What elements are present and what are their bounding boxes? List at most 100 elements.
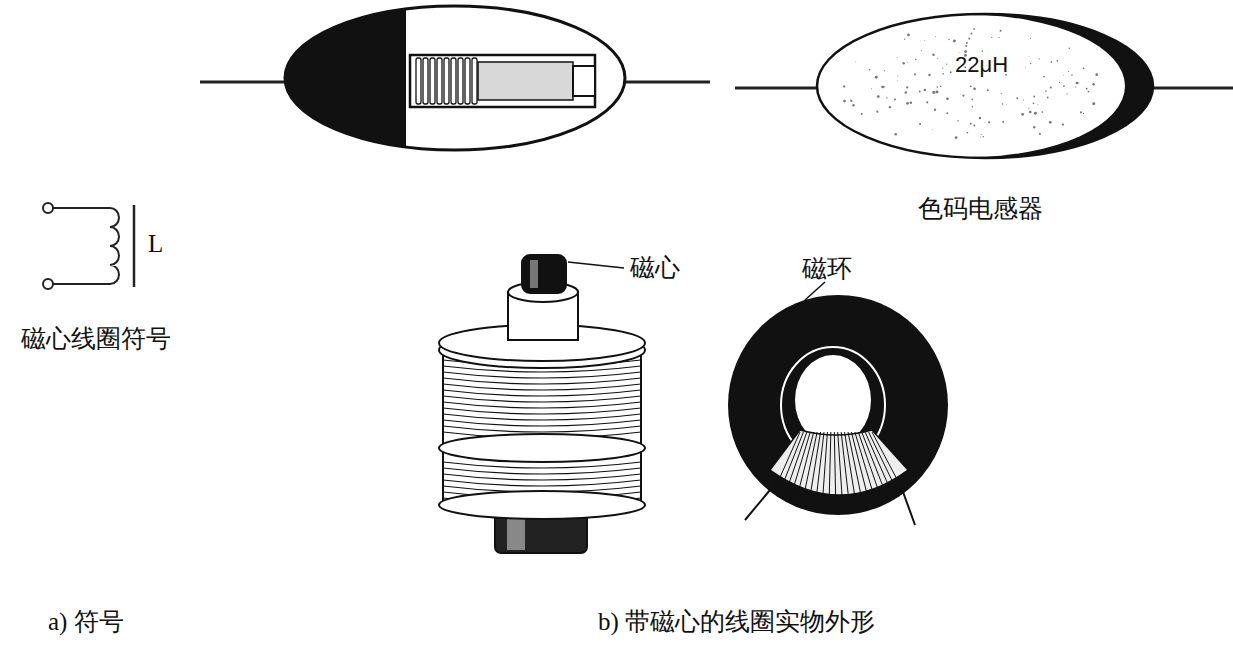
winding-turn bbox=[443, 408, 641, 414]
body-outline bbox=[817, 14, 1153, 158]
texture-dot bbox=[1033, 96, 1035, 98]
winding-turn bbox=[869, 432, 902, 500]
texture-dot bbox=[896, 56, 898, 58]
texture-dot bbox=[869, 69, 871, 71]
texture-dot bbox=[1043, 76, 1045, 78]
texture-dot bbox=[904, 39, 905, 40]
texture-dot bbox=[965, 45, 967, 47]
texture-dot bbox=[1083, 67, 1085, 69]
texture-dot bbox=[906, 102, 909, 105]
texture-dot bbox=[881, 86, 884, 89]
texture-dot bbox=[1001, 93, 1002, 94]
texture-dot bbox=[1063, 74, 1065, 76]
lead-wire bbox=[745, 478, 915, 525]
winding-turn bbox=[472, 58, 477, 104]
texture-dot bbox=[991, 37, 992, 38]
texture-dot bbox=[1088, 91, 1090, 93]
texture-dot bbox=[957, 120, 959, 122]
magnetic-core bbox=[522, 255, 566, 293]
coil-former bbox=[410, 55, 595, 107]
texture-dot bbox=[1016, 97, 1018, 99]
texture-dot bbox=[902, 62, 904, 64]
texture-dot bbox=[937, 58, 938, 59]
symbol-caption: 磁心线圈符号 bbox=[21, 325, 171, 354]
texture-dot bbox=[894, 99, 896, 101]
symbol-letter: L bbox=[148, 230, 163, 259]
texture-dot bbox=[1066, 93, 1067, 94]
texture-dot bbox=[884, 70, 885, 71]
texture-dot bbox=[1075, 87, 1076, 88]
texture-dot bbox=[983, 136, 984, 137]
inductor-symbol bbox=[43, 203, 134, 289]
texture-dot bbox=[855, 61, 857, 63]
inductance-value: 22μH bbox=[955, 52, 1008, 78]
winding-turn bbox=[430, 58, 435, 104]
part-caption: 色码电感器 bbox=[918, 195, 1043, 224]
texture-dot bbox=[1028, 108, 1029, 109]
coil-windings bbox=[416, 58, 477, 104]
winding-turn bbox=[862, 432, 889, 500]
texture-dot bbox=[971, 33, 973, 35]
texture-dot bbox=[875, 76, 878, 79]
texture-dot bbox=[1092, 83, 1094, 85]
texture-dot bbox=[921, 50, 922, 51]
coil-windings bbox=[770, 432, 908, 500]
texture-dot bbox=[1083, 113, 1084, 114]
texture-dot bbox=[1037, 104, 1039, 106]
winding-turn bbox=[841, 432, 849, 500]
texture-dot bbox=[1086, 88, 1088, 90]
body-cap bbox=[285, 6, 406, 150]
texture-dot bbox=[937, 86, 939, 88]
lead-wire bbox=[735, 87, 817, 90]
core-end bbox=[573, 66, 595, 96]
texture-dot bbox=[1045, 90, 1047, 92]
texture-dot bbox=[1076, 82, 1079, 85]
winding-turn bbox=[423, 58, 428, 104]
texture-dot bbox=[877, 95, 880, 98]
texture-dot bbox=[910, 102, 913, 105]
texture-dot bbox=[919, 123, 921, 125]
texture-dot bbox=[843, 85, 845, 87]
texture-dot bbox=[1063, 85, 1065, 87]
texture-dot bbox=[906, 86, 908, 88]
texture-dot bbox=[1062, 123, 1064, 125]
texture-dot bbox=[948, 39, 949, 40]
texture-dot bbox=[935, 91, 938, 94]
winding-turn bbox=[443, 390, 641, 396]
bobbin-coil bbox=[439, 255, 645, 553]
texture-dot bbox=[1021, 113, 1024, 116]
texture-dot bbox=[907, 34, 910, 37]
winding-turn bbox=[443, 384, 641, 390]
texture-dot bbox=[1002, 103, 1004, 105]
texture-dot bbox=[950, 71, 952, 73]
winding-turn bbox=[451, 58, 456, 104]
magnetic-ring bbox=[728, 295, 948, 515]
texture-dot bbox=[1050, 87, 1052, 89]
winding-turn bbox=[465, 58, 470, 104]
toroid-coil bbox=[728, 282, 948, 525]
texture-dot bbox=[1028, 55, 1030, 57]
texture-dot bbox=[1039, 133, 1041, 135]
texture-dot bbox=[1080, 111, 1082, 113]
texture-dot bbox=[998, 37, 999, 38]
texture-dot bbox=[1030, 63, 1031, 64]
texture-dot bbox=[1000, 30, 1002, 32]
texture-dot bbox=[1059, 82, 1060, 83]
texture-dot bbox=[928, 74, 930, 76]
texture-dot bbox=[843, 100, 846, 103]
color-band bbox=[817, 14, 1153, 158]
texture-dot bbox=[973, 28, 975, 30]
texture-dot bbox=[852, 104, 854, 106]
winding-turn bbox=[458, 58, 463, 104]
texture-dot bbox=[973, 87, 976, 90]
winding-turn bbox=[416, 58, 421, 104]
texture-dot bbox=[1078, 83, 1079, 84]
winding-turn bbox=[838, 432, 843, 500]
texture-dot bbox=[896, 79, 898, 81]
lead-wire bbox=[1153, 87, 1233, 90]
texture-dot bbox=[932, 91, 935, 94]
part-name: 磁环 bbox=[802, 255, 852, 284]
texture-dot bbox=[871, 88, 872, 89]
texture-dot bbox=[962, 95, 964, 97]
winding-turn bbox=[443, 414, 641, 420]
